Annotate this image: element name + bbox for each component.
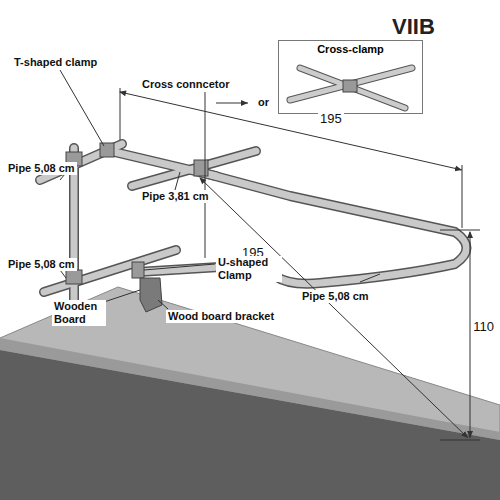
cross-clamp-inset xyxy=(290,68,412,108)
pipes xyxy=(40,144,467,302)
clamps xyxy=(66,143,208,312)
inset-box: Cross-clamp xyxy=(278,40,423,114)
part-label: Pipe 3,81 cm xyxy=(140,190,211,203)
figure-title: VIIB xyxy=(392,14,435,40)
dimension: 195 xyxy=(318,112,344,125)
part-label: Pipe 5,08 cm xyxy=(6,162,77,175)
part-label: or xyxy=(256,96,271,109)
part-label: Cross conncetor xyxy=(140,78,231,91)
part-label: U-shaped Clamp xyxy=(216,256,282,282)
part-label: Wooden Board xyxy=(52,300,106,326)
leader-lines xyxy=(60,70,380,309)
part-label: Wood board bracket xyxy=(166,310,276,323)
dimension-lines xyxy=(120,88,480,440)
inset-title: Cross-clamp xyxy=(314,43,387,55)
part-label: T-shaped clamp xyxy=(12,56,99,69)
block-edge xyxy=(0,338,500,440)
part-label: Pipe 5,08 cm xyxy=(300,290,371,303)
dimension: 110 xyxy=(471,320,496,333)
part-label: Pipe 5,08 cm xyxy=(6,258,77,271)
